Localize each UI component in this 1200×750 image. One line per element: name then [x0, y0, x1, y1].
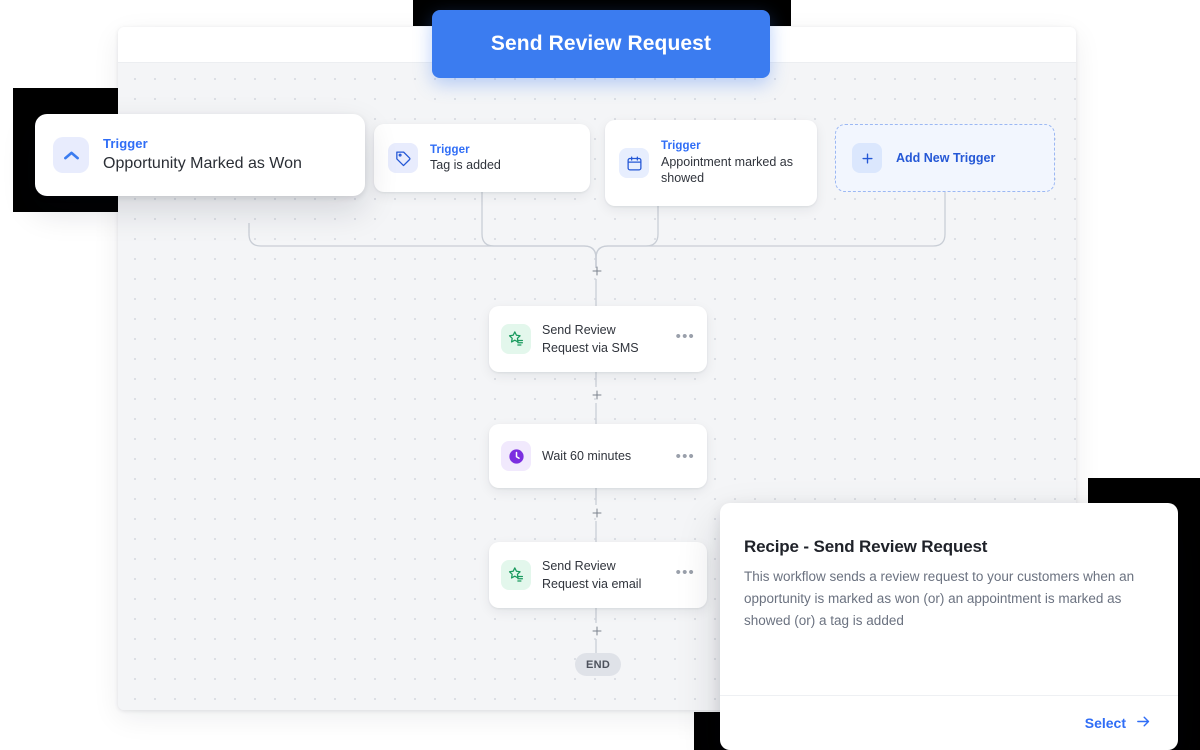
- trigger-tag-text: Trigger Tag is added: [430, 143, 576, 174]
- trigger-title: Opportunity Marked as Won: [103, 154, 302, 172]
- add-new-trigger-label: Add New Trigger: [896, 151, 996, 165]
- select-button[interactable]: Select: [1085, 713, 1152, 733]
- recipe-description: This workflow sends a review request to …: [744, 569, 1135, 628]
- trigger-appt-text: Trigger Appointment marked as showed: [661, 139, 803, 186]
- action-menu-icon[interactable]: •••: [675, 447, 695, 465]
- action-menu-icon[interactable]: •••: [675, 327, 695, 345]
- action-title: Send Review Request via email: [542, 559, 642, 591]
- add-step-button-3[interactable]: [589, 505, 605, 521]
- trigger-card-appointment-showed[interactable]: Trigger Appointment marked as showed: [605, 120, 817, 206]
- trigger-card-tag-added[interactable]: Trigger Tag is added: [374, 124, 590, 192]
- trigger-title: Tag is added: [430, 157, 501, 172]
- trigger-title: Appointment marked as showed: [661, 154, 794, 186]
- action-title: Wait 60 minutes: [542, 449, 632, 463]
- recipe-panel-footer: Select: [720, 695, 1178, 750]
- action-card-send-email[interactable]: Send Review Request via email •••: [489, 542, 707, 608]
- send-review-request-button[interactable]: Send Review Request: [432, 10, 770, 78]
- calendar-icon: [619, 148, 649, 178]
- end-node: END: [575, 653, 621, 676]
- tag-icon: [388, 143, 418, 173]
- trigger-kicker: Trigger: [103, 136, 148, 152]
- action-card-wait[interactable]: Wait 60 minutes •••: [489, 424, 707, 488]
- add-step-button-1[interactable]: [589, 263, 605, 279]
- action-card-send-sms[interactable]: Send Review Request via SMS •••: [489, 306, 707, 372]
- action-menu-icon[interactable]: •••: [675, 563, 695, 581]
- trigger-won-text: Trigger Opportunity Marked as Won: [103, 136, 347, 173]
- review-star-icon: [501, 324, 531, 354]
- plus-icon: [852, 143, 882, 173]
- action-email-text: Send Review Request via email: [542, 557, 665, 593]
- trigger-card-opportunity-won[interactable]: Trigger Opportunity Marked as Won: [35, 114, 365, 196]
- chevron-up-icon: [53, 137, 89, 173]
- add-new-trigger-button[interactable]: Add New Trigger: [835, 124, 1055, 192]
- select-button-label: Select: [1084, 715, 1126, 731]
- arrow-right-icon: [1135, 713, 1152, 733]
- clock-icon: [501, 441, 531, 471]
- recipe-panel: Recipe - Send Review Request This workfl…: [720, 503, 1178, 750]
- action-sms-text: Send Review Request via SMS: [542, 321, 665, 357]
- trigger-kicker: Trigger: [430, 143, 470, 156]
- action-wait-text: Wait 60 minutes: [542, 447, 665, 465]
- review-star-icon: [501, 560, 531, 590]
- add-step-button-2[interactable]: [589, 387, 605, 403]
- recipe-panel-body: Recipe - Send Review Request This workfl…: [720, 503, 1178, 632]
- action-title: Send Review Request via SMS: [542, 323, 639, 355]
- trigger-kicker: Trigger: [661, 140, 701, 153]
- add-step-button-4[interactable]: [589, 623, 605, 639]
- recipe-title: Recipe - Send Review Request: [744, 537, 988, 556]
